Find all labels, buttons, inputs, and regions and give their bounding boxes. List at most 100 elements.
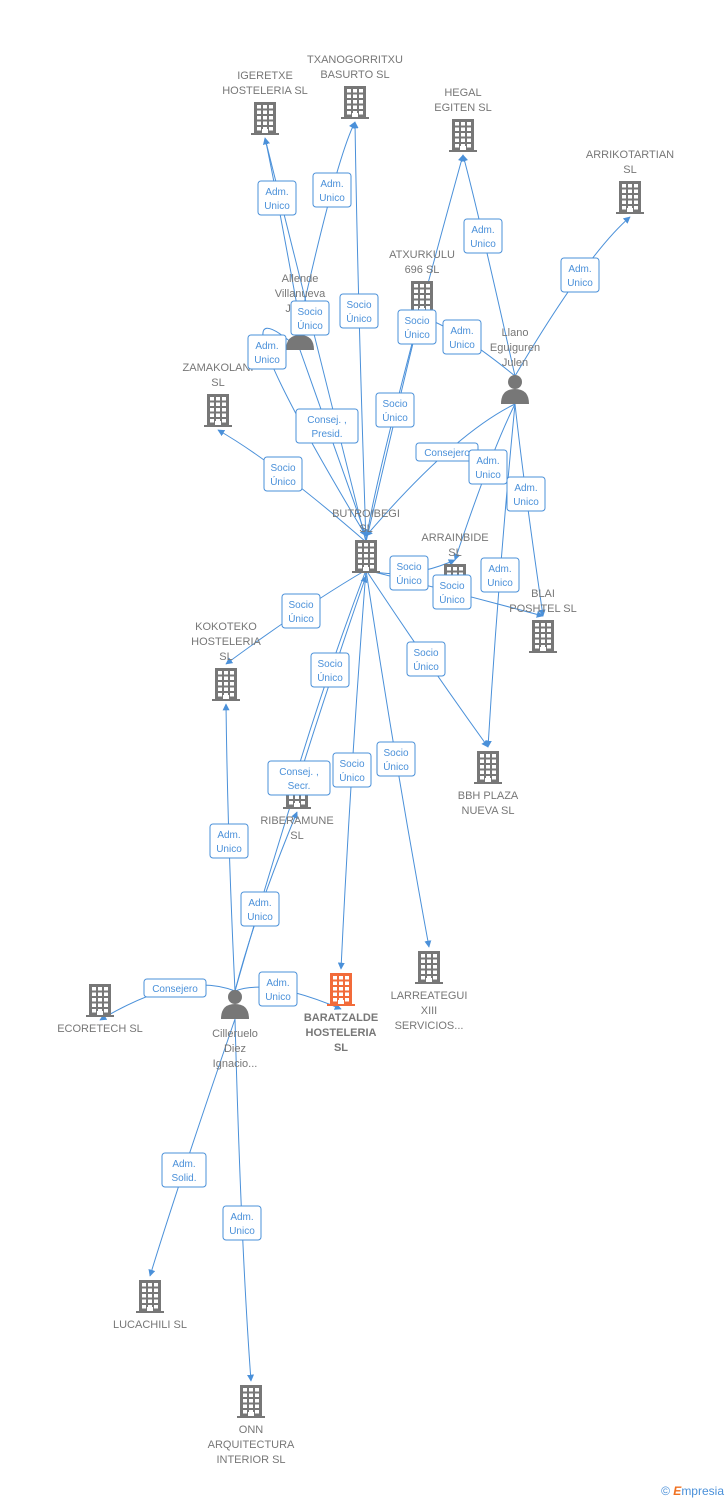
edge-label[interactable]: Adm.Unico <box>442 319 482 355</box>
edge-label-box <box>560 257 600 293</box>
edge-label-text: Socio <box>288 600 313 611</box>
building-icon <box>616 181 644 214</box>
edge-labels-layer: Adm.UnicoAdm.UnicoAdm.UnicoAdm.UnicoSoci… <box>143 172 600 1241</box>
copyright-symbol: © <box>661 1484 670 1498</box>
node-label: SL <box>219 651 232 663</box>
edge-label[interactable]: Adm.Solid. <box>161 1152 207 1188</box>
edge-label-text: Único <box>382 411 408 424</box>
edge-label-box <box>222 1205 262 1241</box>
edge-label[interactable]: Adm.Unico <box>560 257 600 293</box>
node-label: ZAMAKOLANI <box>183 362 254 374</box>
edge-label-box <box>281 593 321 629</box>
edge-label-text: Unico <box>475 470 501 481</box>
edge-label[interactable]: Consej. ,Secr. <box>267 760 331 796</box>
edge-label-box <box>480 557 520 593</box>
edge-label-text: Socio <box>404 316 429 327</box>
node-label: INTERIOR SL <box>216 1454 285 1466</box>
node-igeretxe[interactable]: IGERETXE HOSTELERIA SL <box>222 70 308 135</box>
node-lucachili[interactable]: LUCACHILI SL <box>113 1280 187 1331</box>
building-icon <box>86 984 114 1017</box>
edge-butroibegi-txanogorritxu <box>351 121 367 543</box>
edge-label-text: Único <box>346 312 372 325</box>
node-label: Diez <box>224 1043 246 1055</box>
node-cilleruelo[interactable]: CillerueloDiezIgnacio... <box>212 990 258 1070</box>
node-larreategui[interactable]: LARREATEGUIXIIISERVICIOS... <box>391 951 468 1032</box>
edge-label-text: Unico <box>229 1226 255 1237</box>
node-label: KOKOTEKO <box>195 621 257 633</box>
edge-label-box <box>397 309 437 345</box>
edge-label-text: Solid. <box>171 1173 196 1184</box>
edge-label[interactable]: Adm.Unico <box>247 334 287 370</box>
edge-label[interactable]: Adm.Unico <box>257 180 297 216</box>
node-label: SL <box>623 164 636 176</box>
node-ecoretech[interactable]: ECORETECH SL <box>57 984 143 1035</box>
node-label: XIII <box>421 1005 438 1017</box>
node-zamakolani[interactable]: ZAMAKOLANI SL <box>183 362 254 427</box>
edge-label-text: Adm. <box>320 179 343 190</box>
node-label: SL <box>211 377 224 389</box>
node-label: LUCACHILI SL <box>113 1319 187 1331</box>
edge-label-text: Único <box>288 612 314 625</box>
node-label: POSHTEL SL <box>509 603 576 615</box>
edge-label-text: Socio <box>297 307 322 318</box>
empresia-watermark: © Empresia <box>661 1484 724 1498</box>
node-label: HOSTELERIA <box>306 1027 377 1039</box>
edge-label[interactable]: Adm.Unico <box>506 476 546 512</box>
node-label: Llano <box>502 327 529 339</box>
node-arrikotartian[interactable]: ARRIKOTARTIAN SL <box>586 149 674 214</box>
edge-label[interactable]: Adm. Unico <box>468 449 508 485</box>
node-label: ARRIKOTARTIAN <box>586 149 674 161</box>
node-label: IGERETXE <box>237 70 293 82</box>
node-label: HOSTELERIA SL <box>222 85 308 97</box>
edge-label-box <box>332 752 372 788</box>
edge-label-text: Socio <box>270 463 295 474</box>
edge-label[interactable]: Adm.Unico <box>222 1205 262 1241</box>
edge-label-text: Socio <box>317 659 342 670</box>
edge-label[interactable]: Adm. Unico <box>312 172 352 208</box>
edge-label[interactable]: Adm.Unico <box>258 971 298 1007</box>
edge-label-text: Socio <box>346 300 371 311</box>
edge-label-text: Adm. <box>476 456 499 467</box>
edge-label-text: Unico <box>319 193 345 204</box>
node-label: SL <box>290 830 303 842</box>
edge-label[interactable]: Consejero <box>143 978 207 998</box>
node-label: RIBERAMUNE <box>260 815 333 827</box>
edge-label-box <box>442 319 482 355</box>
edge-label[interactable]: Adm.Unico <box>463 218 503 254</box>
edge-label[interactable]: Adm.Unico <box>209 823 249 859</box>
building-icon <box>408 281 436 314</box>
node-label: Villanueva <box>275 288 326 300</box>
edge-label-text: Único <box>270 475 296 488</box>
edge-label[interactable]: Adm.Unico <box>480 557 520 593</box>
edge-label-text: Unico <box>254 355 280 366</box>
node-label: NUEVA SL <box>462 805 515 817</box>
edge-label-text: Unico <box>470 239 496 250</box>
edge-label[interactable]: Adm.Unico <box>240 891 280 927</box>
node-label: HEGAL <box>444 87 481 99</box>
node-label: SL <box>448 547 461 559</box>
edge-label[interactable]: Consej. ,Presid. <box>295 408 359 444</box>
